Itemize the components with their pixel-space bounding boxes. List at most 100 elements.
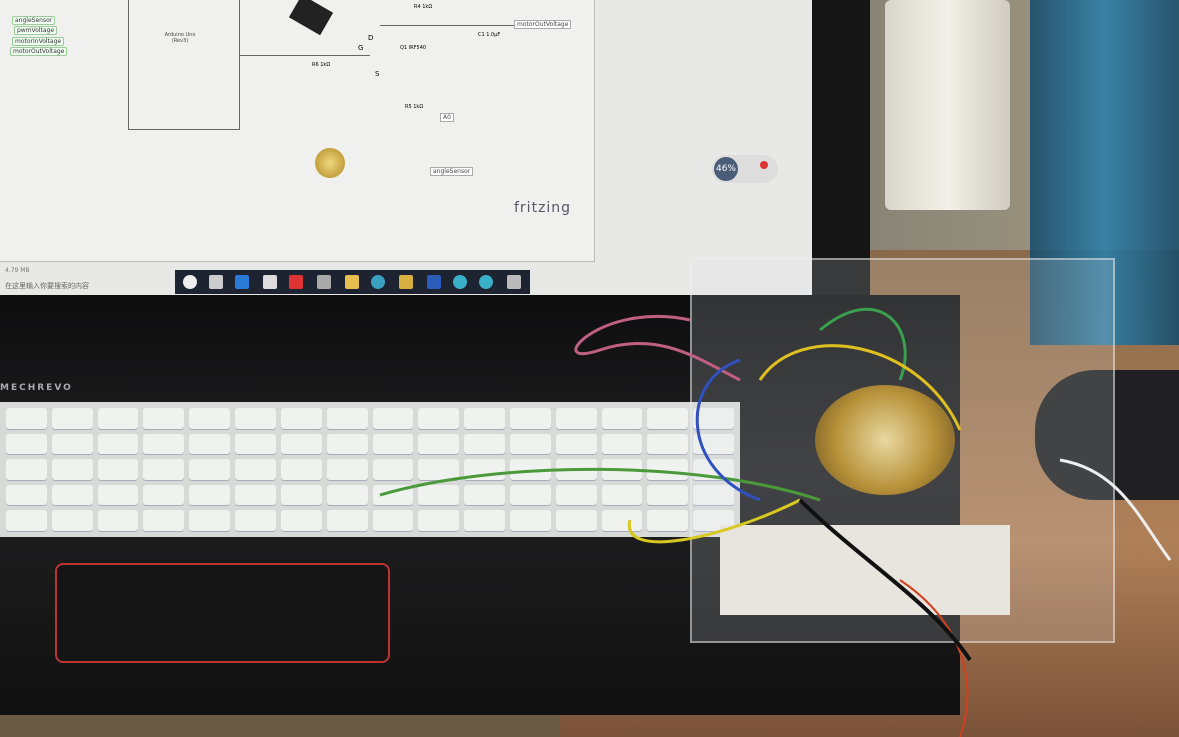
key[interactable] — [647, 484, 689, 506]
store-icon[interactable] — [263, 275, 277, 289]
app-icon[interactable] — [479, 275, 493, 289]
touchpad[interactable] — [55, 563, 390, 663]
key[interactable] — [97, 408, 139, 429]
key[interactable] — [372, 510, 414, 531]
key[interactable] — [509, 408, 551, 429]
word-icon[interactable] — [427, 275, 441, 289]
key[interactable] — [464, 484, 505, 506]
key[interactable] — [418, 510, 460, 531]
key[interactable] — [51, 459, 93, 480]
potentiometer-image — [315, 148, 345, 178]
key[interactable] — [235, 510, 276, 531]
edge-icon[interactable] — [235, 275, 249, 289]
wire-red — [899, 579, 969, 737]
key[interactable] — [97, 484, 139, 506]
key[interactable] — [143, 408, 185, 429]
key[interactable] — [555, 408, 597, 429]
key[interactable] — [51, 433, 93, 455]
cpu-monitor-widget[interactable]: 46% — [712, 155, 778, 183]
capacitor-label: C1 1.0μF — [478, 32, 501, 38]
key[interactable] — [280, 510, 322, 531]
cortana-icon[interactable] — [183, 275, 197, 289]
task-view-icon[interactable] — [209, 275, 223, 289]
key[interactable] — [189, 433, 231, 455]
key[interactable] — [647, 408, 689, 429]
indicator-dot — [760, 161, 768, 169]
app-icon[interactable] — [453, 275, 467, 289]
key[interactable] — [189, 510, 231, 531]
key[interactable] — [418, 484, 460, 506]
key[interactable] — [509, 484, 551, 506]
arduino-symbol[interactable] — [128, 0, 240, 130]
key[interactable] — [280, 484, 322, 506]
key[interactable] — [189, 484, 231, 506]
key[interactable] — [189, 459, 231, 480]
key[interactable] — [51, 510, 93, 531]
key[interactable] — [189, 408, 231, 429]
fritzing-schematic-canvas[interactable]: angleSensor pwmVoltage motorInVoltage mo… — [0, 0, 595, 262]
key[interactable] — [235, 484, 276, 506]
key[interactable] — [693, 408, 734, 429]
key[interactable] — [51, 408, 93, 429]
key[interactable] — [418, 459, 460, 480]
key[interactable] — [326, 433, 368, 455]
wire-white — [1059, 458, 1172, 561]
key[interactable] — [6, 459, 47, 480]
app-icon[interactable] — [371, 275, 385, 289]
key[interactable] — [97, 459, 139, 480]
key[interactable] — [693, 484, 734, 506]
key[interactable] — [601, 484, 643, 506]
key[interactable] — [464, 433, 505, 455]
key[interactable] — [280, 459, 322, 480]
app-icon[interactable] — [399, 275, 413, 289]
key[interactable] — [418, 433, 460, 455]
key[interactable] — [326, 510, 368, 531]
key[interactable] — [51, 484, 93, 506]
key[interactable] — [555, 484, 597, 506]
key[interactable] — [6, 408, 47, 429]
key[interactable] — [555, 510, 597, 531]
key[interactable] — [601, 433, 643, 455]
key[interactable] — [372, 459, 414, 480]
key[interactable] — [509, 433, 551, 455]
key[interactable] — [647, 433, 689, 455]
key[interactable] — [280, 408, 322, 429]
key[interactable] — [372, 433, 414, 455]
gate-label: G — [358, 44, 364, 52]
key[interactable] — [6, 510, 47, 531]
key[interactable] — [6, 484, 47, 506]
key[interactable] — [509, 459, 551, 480]
key[interactable] — [601, 408, 643, 429]
app-icon[interactable] — [317, 275, 331, 289]
key[interactable] — [143, 484, 185, 506]
key[interactable] — [326, 484, 368, 506]
key[interactable] — [647, 510, 689, 531]
key[interactable] — [235, 433, 276, 455]
key[interactable] — [235, 459, 276, 480]
key[interactable] — [326, 408, 368, 429]
net-label-motor-out: motorOutVoltage — [514, 20, 572, 29]
key[interactable] — [647, 459, 689, 480]
net-label-a0: A0 — [440, 113, 454, 122]
key[interactable] — [555, 433, 597, 455]
key[interactable] — [97, 510, 139, 531]
key[interactable] — [418, 408, 460, 429]
app-icon[interactable] — [289, 275, 303, 289]
key[interactable] — [143, 510, 185, 531]
app-icon[interactable] — [507, 275, 521, 289]
key[interactable] — [509, 510, 551, 531]
taskbar-search[interactable]: 在这里输入你要搜索的内容 — [5, 282, 89, 290]
key[interactable] — [326, 459, 368, 480]
key[interactable] — [97, 433, 139, 455]
key[interactable] — [464, 510, 505, 531]
fritzing-logo: fritzing — [514, 200, 572, 216]
key[interactable] — [235, 408, 276, 429]
key[interactable] — [280, 433, 322, 455]
file-explorer-icon[interactable] — [345, 275, 359, 289]
key[interactable] — [143, 459, 185, 480]
key[interactable] — [464, 408, 505, 429]
key[interactable] — [143, 433, 185, 455]
key[interactable] — [601, 510, 643, 531]
key[interactable] — [372, 408, 414, 429]
key[interactable] — [6, 433, 47, 455]
